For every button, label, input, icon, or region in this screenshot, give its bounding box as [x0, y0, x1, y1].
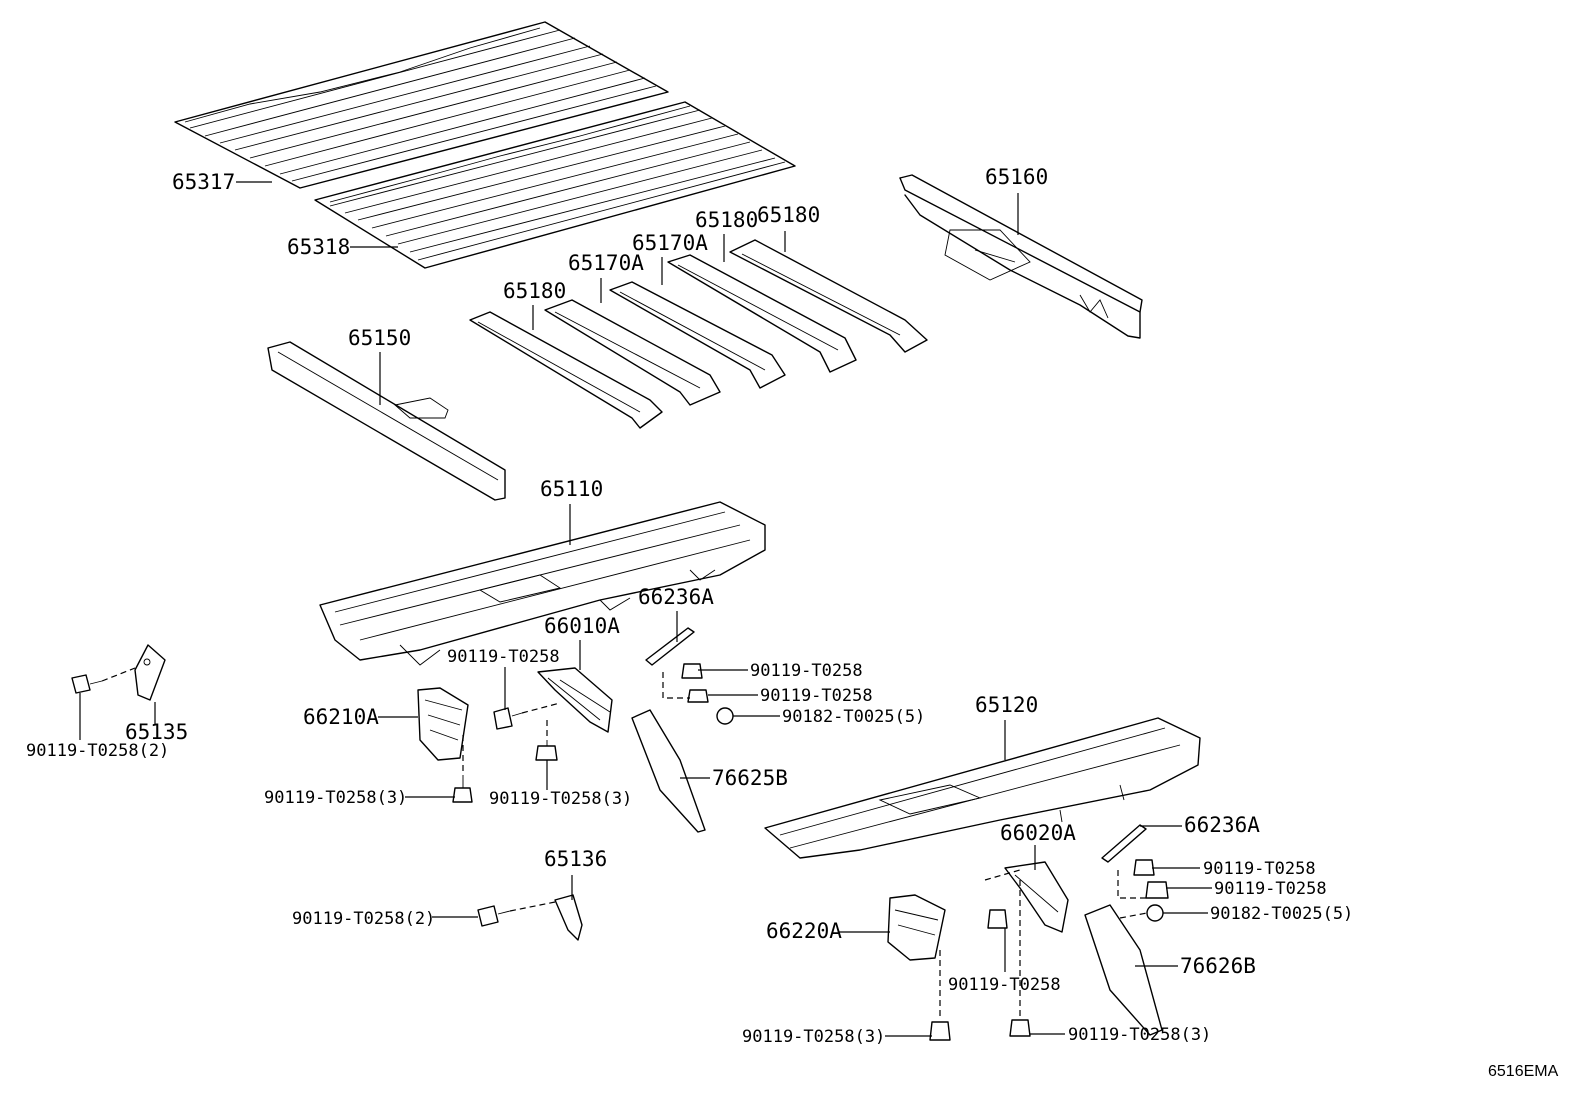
- gusset-66220A[interactable]: [887, 894, 946, 961]
- bolt-66020A-bottom[interactable]: [1009, 1019, 1031, 1037]
- bracket-66010A[interactable]: [537, 667, 613, 733]
- bolt-66210A[interactable]: [452, 775, 473, 803]
- cross-member-bar-4[interactable]: [667, 254, 857, 373]
- bolt-66236A-right-2[interactable]: [1145, 881, 1169, 899]
- cross-member-65160[interactable]: [899, 174, 1143, 339]
- bolt-65135[interactable]: [71, 674, 103, 694]
- gusset-66210A[interactable]: [417, 687, 469, 761]
- callout-76625B: 76625B: [712, 766, 788, 790]
- callout-65135: 65135: [125, 720, 188, 744]
- callout-65120: 65120: [975, 693, 1038, 717]
- cross-member-bar-2[interactable]: [544, 299, 721, 406]
- bracket-66020A[interactable]: [1004, 861, 1069, 933]
- callout-66220A: 66220A: [766, 919, 842, 943]
- callout-90182-right: 90182-T0025(5): [1210, 904, 1353, 924]
- diagram-code: 6516EMA: [1488, 1063, 1559, 1080]
- callout-90119-66010A-side: 90119-T0258: [447, 647, 560, 667]
- callout-90119-66220A: 90119-T0258(3): [742, 1027, 885, 1047]
- callout-65110: 65110: [540, 477, 603, 501]
- callout-90119-66020A-side: 90119-T0258: [948, 975, 1061, 995]
- nut-90182-left[interactable]: [716, 707, 734, 725]
- bolt-66236A-right-1[interactable]: [1133, 859, 1155, 876]
- callout-90119-strap-left-1: 90119-T0258: [750, 661, 863, 681]
- cross-member-bar-1[interactable]: [469, 311, 663, 429]
- strap-66236A-right[interactable]: [1101, 824, 1147, 863]
- callout-90119-66020A-bottom: 90119-T0258(3): [1068, 1025, 1211, 1045]
- callout-65180-right: 65180: [757, 203, 820, 227]
- callout-90119-65136: 90119-T0258(2): [292, 909, 435, 929]
- callout-90119-66010A-bottom: 90119-T0258(3): [489, 789, 632, 809]
- callout-65160: 65160: [985, 165, 1048, 189]
- cross-member-bar-5[interactable]: [729, 239, 928, 353]
- strap-66236A-left[interactable]: [645, 627, 695, 666]
- mud-flap-76625B[interactable]: [631, 709, 706, 833]
- callout-90119-65135: 90119-T0258(2): [26, 741, 169, 761]
- callout-76626B: 76626B: [1180, 954, 1256, 978]
- mud-flap-76626B[interactable]: [1084, 904, 1163, 1036]
- nut-90182-right[interactable]: [1146, 904, 1164, 922]
- callout-90119-strap-right-1: 90119-T0258: [1203, 859, 1316, 879]
- frame-rail-65120[interactable]: [764, 717, 1201, 859]
- bolt-65136[interactable]: [477, 905, 511, 927]
- frame-rail-65110[interactable]: [319, 501, 766, 666]
- bolt-66020A-side[interactable]: [987, 909, 1008, 929]
- callout-65170A-left: 65170A: [568, 251, 644, 275]
- bolt-66236A-left-2[interactable]: [687, 689, 709, 703]
- callout-90182-left: 90182-T0025(5): [782, 707, 925, 727]
- callout-65170A-right: 65170A: [632, 231, 708, 255]
- bracket-65135[interactable]: [134, 644, 166, 701]
- callout-66020A: 66020A: [1000, 821, 1076, 845]
- floor-panel-65318[interactable]: [314, 101, 796, 269]
- callout-65136: 65136: [544, 847, 607, 871]
- bolt-66010A-side[interactable]: [493, 707, 523, 730]
- callout-65150: 65150: [348, 326, 411, 350]
- callout-66010A: 66010A: [544, 614, 620, 638]
- callout-90119-66210A: 90119-T0258(3): [264, 788, 407, 808]
- bolt-66220A[interactable]: [929, 1021, 951, 1041]
- side-member-65150[interactable]: [267, 341, 506, 501]
- leader-lines: [79, 181, 1212, 1037]
- bracket-65136[interactable]: [554, 894, 583, 941]
- callout-65318: 65318: [287, 235, 350, 259]
- callout-65317: 65317: [172, 170, 235, 194]
- callout-66210A: 66210A: [303, 705, 379, 729]
- bolt-66236A-left-1[interactable]: [681, 663, 703, 679]
- cross-member-bar-3[interactable]: [609, 281, 786, 389]
- callout-65180-left: 65180: [503, 279, 566, 303]
- callout-90119-strap-right-2: 90119-T0258: [1214, 879, 1327, 899]
- callout-65180-middle: 65180: [695, 208, 758, 232]
- bolt-66010A-bottom[interactable]: [535, 740, 558, 761]
- callout-66236A-right: 66236A: [1184, 813, 1260, 837]
- floor-panel-65317[interactable]: [174, 21, 669, 189]
- callout-90119-strap-left-2: 90119-T0258: [760, 686, 873, 706]
- callout-66236A-left: 66236A: [638, 585, 714, 609]
